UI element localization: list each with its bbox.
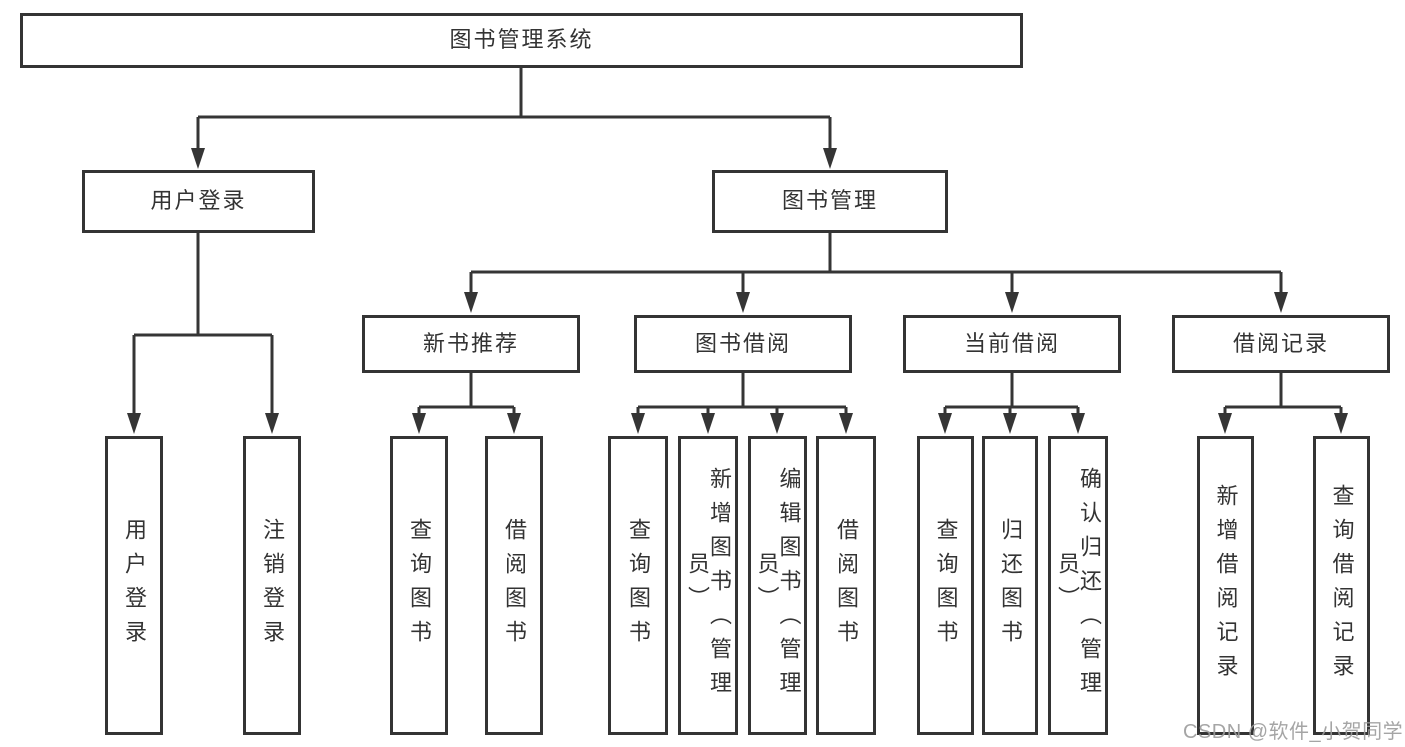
arrowhead-icon [1071,413,1085,434]
node-borrow-records: 借阅记录 [1172,315,1390,373]
node-current-borrow: 当前借阅 [903,315,1121,373]
node-library-management-system: 图书管理系统 [20,13,1023,68]
arrowhead-icon [1334,413,1348,434]
arrowhead-icon [701,413,715,434]
leaf-query-books-borrow: 查询图书 [608,436,668,735]
leaf-add-book-admin: 新增图书（管理员） [678,436,738,735]
connector-current-to-leaves [943,373,1080,417]
connector-borrow-to-leaves [636,373,848,417]
arrowhead-icon [770,413,784,434]
leaf-query-books-current: 查询图书 [917,436,974,735]
arrowhead-icon [1003,413,1017,434]
leaf-return-book: 归还图书 [982,436,1038,735]
node-user-login-group: 用户登录 [82,170,315,233]
arrowhead-icon [823,148,837,169]
leaf-edit-book-admin: 编辑图书（管理员） [748,436,807,735]
leaf-query-books-recommend: 查询图书 [390,436,448,735]
arrowhead-icon [736,292,750,313]
arrowhead-icon [1274,292,1288,313]
connector-records-to-leaves [1223,373,1343,417]
arrowhead-icon [631,413,645,434]
arrowhead-icon [507,413,521,434]
arrowhead-icon [127,413,141,434]
arrowhead-icon [464,292,478,313]
leaf-query-borrow-record: 查询借阅记录 [1313,436,1370,735]
watermark: CSDN @软件_小贺同学 [1183,721,1404,743]
leaf-confirm-return-admin: 确认归还（管理员） [1048,436,1108,735]
arrowhead-icon [265,413,279,434]
arrowhead-icon [1005,292,1019,313]
leaf-add-borrow-record: 新增借阅记录 [1197,436,1254,735]
leaf-logout: 注销登录 [243,436,301,735]
node-book-borrow: 图书借阅 [634,315,852,373]
leaf-borrow-books: 借阅图书 [816,436,876,735]
leaf-user-login: 用户登录 [105,436,163,735]
connector-userlogin-to-leaves [132,233,274,417]
arrowhead-icon [839,413,853,434]
connector-bookmgmt-to-level3 [469,233,1283,296]
arrowhead-icon [191,148,205,169]
node-new-book-recommend: 新书推荐 [362,315,580,373]
connector-root-to-level2 [196,68,832,152]
leaf-borrow-books-recommend: 借阅图书 [485,436,543,735]
arrowhead-icon [1218,413,1232,434]
arrowhead-icon [412,413,426,434]
node-book-management: 图书管理 [712,170,948,233]
connector-recommend-to-leaves [417,373,516,417]
arrowhead-icon [938,413,952,434]
